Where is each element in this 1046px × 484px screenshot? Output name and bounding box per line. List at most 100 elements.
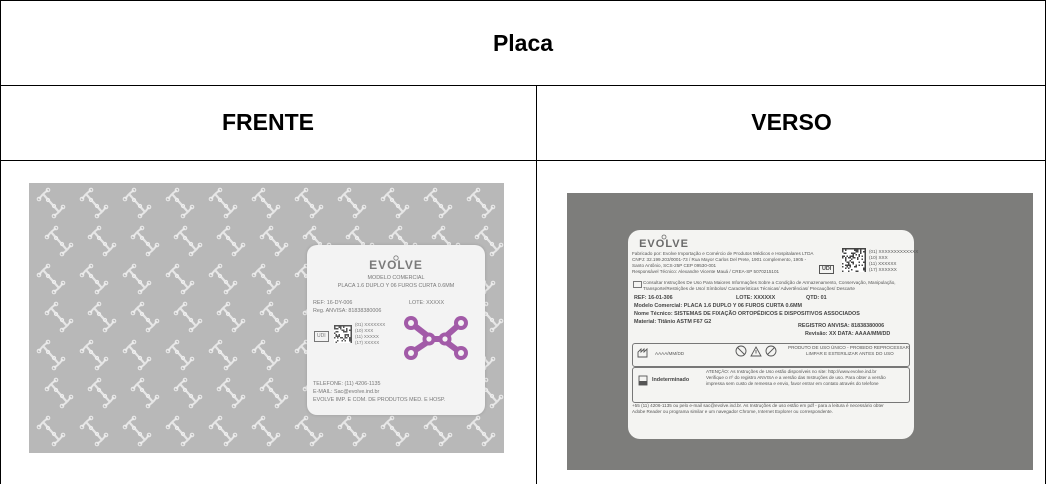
plate-pattern-item bbox=[87, 301, 117, 333]
datamatrix-module bbox=[855, 264, 857, 266]
datamatrix-module bbox=[858, 248, 860, 250]
datamatrix-module bbox=[334, 325, 336, 327]
datamatrix-module bbox=[350, 334, 352, 336]
datamatrix-module bbox=[861, 248, 863, 250]
datamatrix-module bbox=[845, 249, 847, 251]
datamatrix-module bbox=[350, 337, 352, 339]
datamatrix-module bbox=[864, 248, 866, 250]
datamatrix-module bbox=[842, 249, 844, 251]
plate-pattern-item bbox=[173, 225, 203, 257]
table-border-top bbox=[0, 0, 1046, 1]
datamatrix-module bbox=[858, 254, 860, 256]
datamatrix-module bbox=[864, 263, 866, 265]
evolve-logo: EVOLVE bbox=[369, 255, 423, 272]
plate-pattern-item bbox=[122, 415, 152, 447]
datamatrix-module bbox=[846, 266, 848, 268]
datamatrix-module bbox=[855, 248, 857, 250]
back-nome-tecnico: Nome Técnico: SISTEMAS DE FIXAÇÃO ORTOPÉ… bbox=[634, 311, 860, 317]
datamatrix-module bbox=[338, 326, 340, 328]
datamatrix-module bbox=[350, 326, 352, 328]
datamatrix-module bbox=[854, 248, 856, 250]
plate-pattern-item bbox=[466, 415, 496, 447]
datamatrix-module bbox=[860, 248, 862, 250]
datamatrix-module bbox=[335, 331, 337, 333]
plate-pattern-item bbox=[216, 225, 246, 257]
datamatrix-module bbox=[855, 249, 857, 251]
datamatrix-module bbox=[350, 338, 352, 340]
front-company: EVOLVE IMP. E COM. DE PRODUTOS MED. E HO… bbox=[313, 397, 446, 403]
datamatrix-module bbox=[845, 258, 847, 260]
datamatrix-module bbox=[846, 248, 848, 250]
datamatrix-module bbox=[864, 260, 866, 262]
datamatrix-module bbox=[852, 252, 854, 254]
plate-pattern-item bbox=[44, 377, 74, 409]
datamatrix-module bbox=[846, 264, 848, 266]
front-udi-line-4: (17) XXXXX bbox=[355, 340, 380, 345]
datamatrix-module bbox=[350, 325, 352, 327]
front-label-image: EVOLVE MODELO COMERCIAL PLACA 1.6 DUPLO … bbox=[29, 183, 504, 453]
plate-pattern-item bbox=[251, 187, 281, 219]
datamatrix-module bbox=[861, 255, 863, 257]
datamatrix-module bbox=[855, 266, 857, 268]
datamatrix-module bbox=[842, 266, 844, 268]
plate-pattern-item bbox=[173, 377, 203, 409]
datamatrix-module bbox=[349, 325, 351, 327]
datamatrix-module bbox=[852, 261, 854, 263]
datamatrix-module bbox=[346, 331, 348, 333]
datamatrix-module bbox=[343, 325, 345, 327]
front-column-header: FRENTE bbox=[222, 109, 314, 135]
back-lote: LOTE: XXXXXX bbox=[736, 295, 776, 301]
manufacture-date-icon bbox=[637, 348, 648, 358]
datamatrix-module bbox=[842, 255, 844, 257]
plate-pattern-item bbox=[79, 415, 109, 447]
datamatrix-module bbox=[845, 252, 847, 254]
datamatrix-module bbox=[849, 248, 851, 250]
plate-pattern-item bbox=[130, 225, 160, 257]
datamatrix-module bbox=[851, 252, 853, 254]
plate-pattern-item bbox=[251, 339, 281, 371]
plate-pattern-item bbox=[79, 339, 109, 371]
plate-pattern-item bbox=[337, 415, 367, 447]
datamatrix-module bbox=[858, 255, 860, 257]
datamatrix-module bbox=[863, 261, 865, 263]
front-model-heading: MODELO COMERCIAL bbox=[367, 275, 425, 281]
plate-pattern-item bbox=[251, 263, 281, 295]
plate-pattern-item bbox=[165, 263, 195, 295]
table-title: Placa bbox=[492, 30, 554, 56]
datamatrix-module bbox=[338, 325, 340, 327]
datamatrix-module bbox=[854, 266, 856, 268]
plate-pattern-item bbox=[251, 415, 281, 447]
datamatrix-module bbox=[334, 328, 336, 330]
book-icon bbox=[633, 281, 642, 288]
datamatrix-module bbox=[849, 264, 851, 266]
back-modelo: Modelo Comercial: PLACA 1.6 DUPLO Y 06 F… bbox=[634, 303, 802, 309]
datamatrix-module bbox=[846, 255, 848, 257]
datamatrix-module bbox=[350, 328, 352, 330]
hourglass-icon bbox=[638, 375, 648, 386]
back-revisao: Revisão: XX DATA: AAAA/MM/DD bbox=[805, 331, 891, 337]
datamatrix-module bbox=[860, 249, 862, 251]
plate-pattern-item bbox=[122, 339, 152, 371]
title-row-divider bbox=[0, 85, 1046, 86]
back-shelf-life: Indeterminado bbox=[652, 377, 690, 383]
datamatrix-module bbox=[349, 329, 351, 331]
do-not-reuse-icon bbox=[735, 345, 747, 357]
datamatrix-module bbox=[851, 255, 853, 257]
back-maker-line-4: Responsável Técnico: Alexandre Vicente M… bbox=[632, 269, 780, 274]
front-anvisa: Reg. ANVISA: 81838380006 bbox=[313, 308, 382, 314]
datamatrix-module bbox=[334, 326, 336, 328]
datamatrix-module bbox=[848, 264, 850, 266]
datamatrix-module bbox=[855, 270, 857, 272]
datamatrix-module bbox=[864, 269, 866, 271]
datamatrix-module bbox=[846, 261, 848, 263]
datamatrix-module bbox=[864, 252, 866, 254]
datamatrix-module bbox=[346, 334, 348, 336]
datamatrix-module bbox=[344, 334, 346, 336]
datamatrix-module bbox=[857, 251, 859, 253]
svg-text:EVOLVE: EVOLVE bbox=[369, 258, 423, 272]
datamatrix-module bbox=[864, 258, 866, 260]
datamatrix-module bbox=[335, 335, 337, 337]
back-attention-line-5: Adobe Reader ou programa similar e um na… bbox=[632, 409, 833, 414]
datamatrix-module bbox=[335, 328, 337, 330]
datamatrix-module bbox=[848, 257, 850, 259]
